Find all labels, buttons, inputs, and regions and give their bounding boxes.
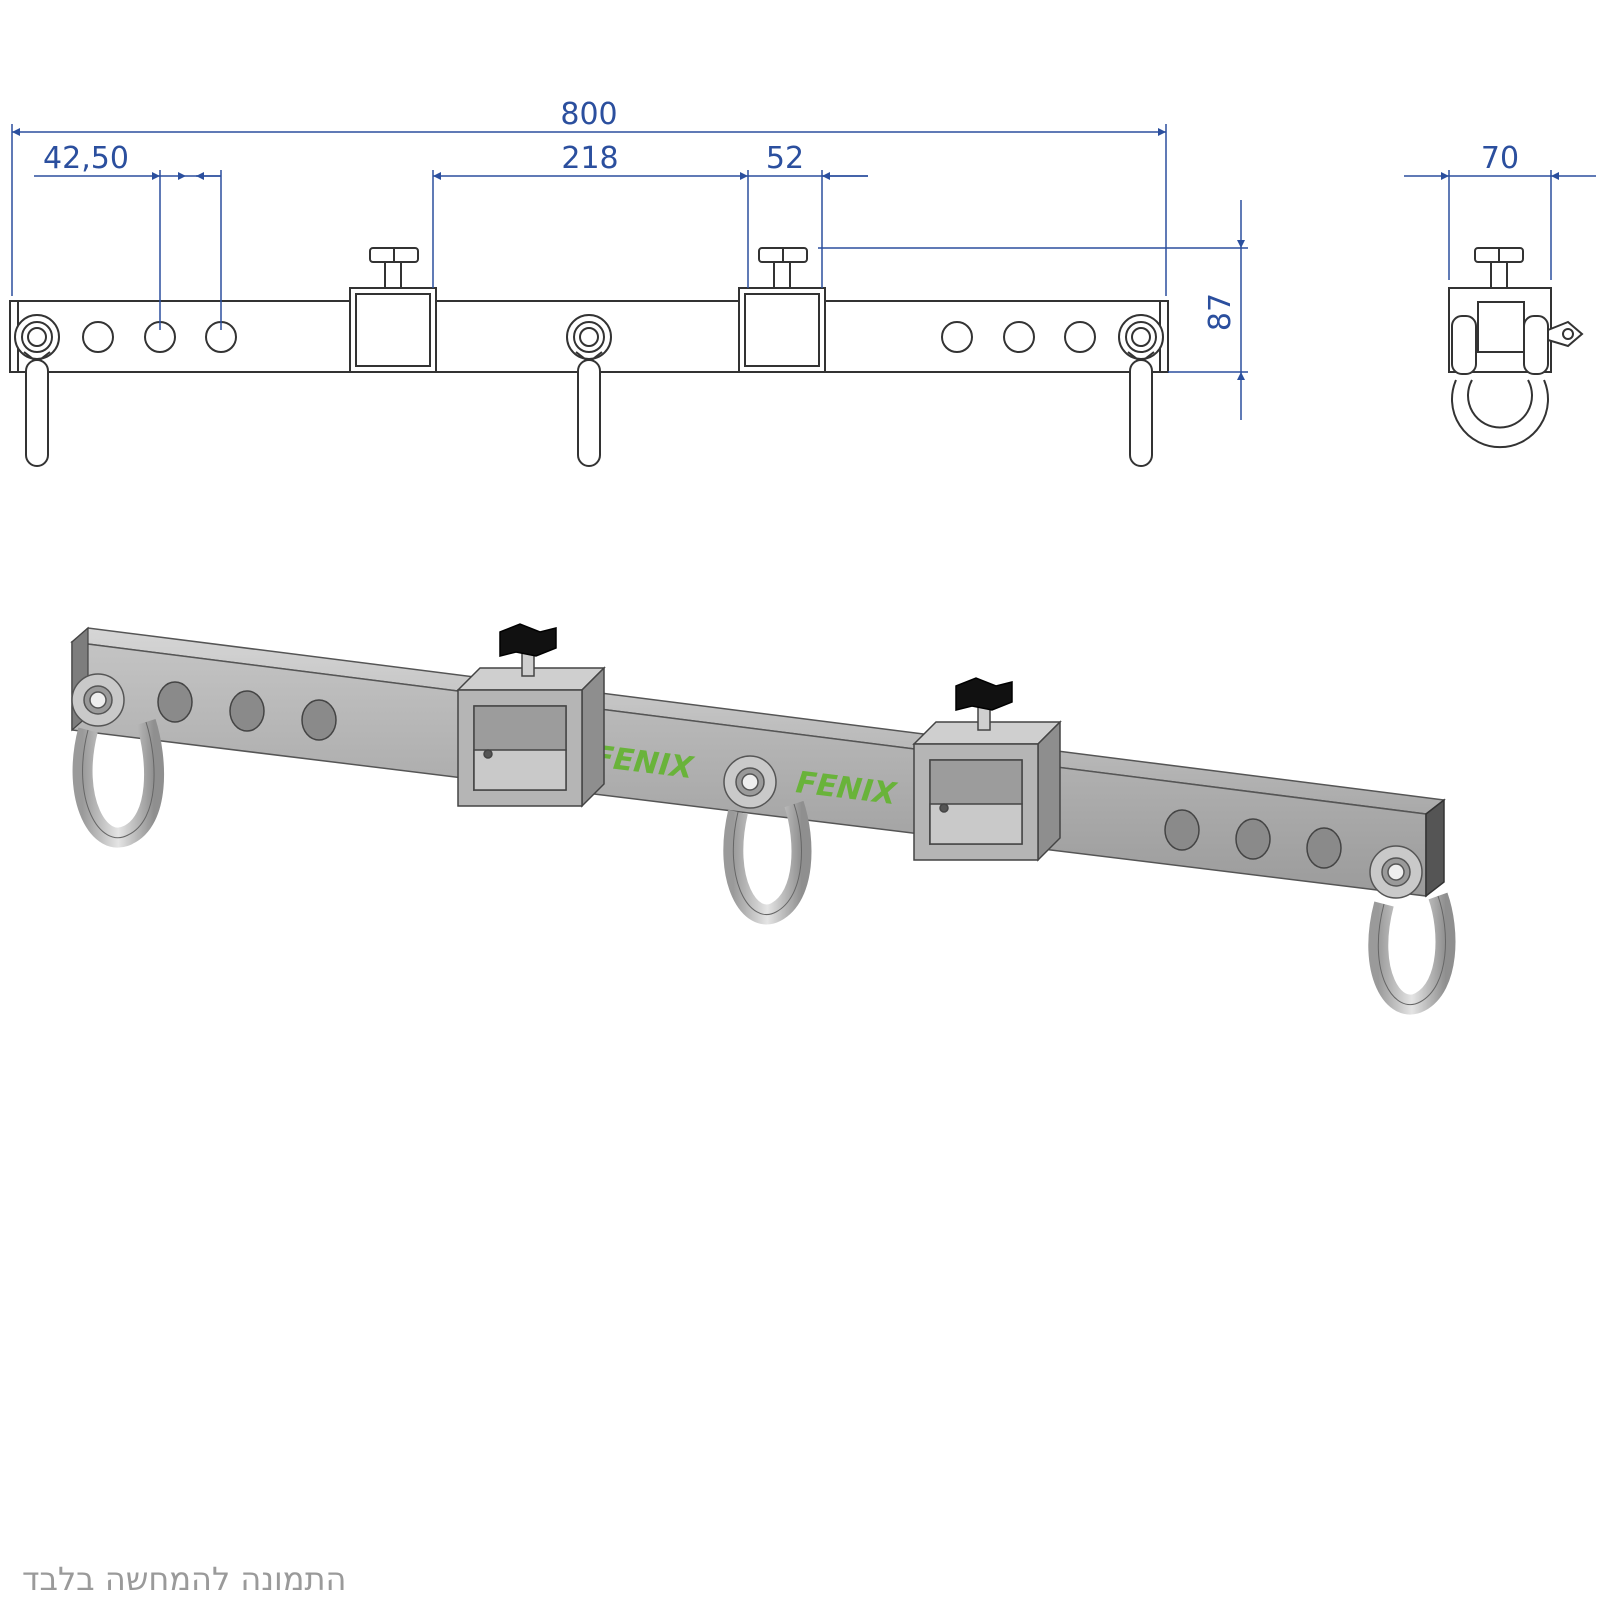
dimension-lines (11, 124, 1596, 420)
hole (82, 321, 114, 353)
side-view (1448, 247, 1584, 449)
eyebolt-center (566, 314, 612, 467)
holes-right (1164, 809, 1342, 869)
clamp-left (349, 247, 437, 373)
iso-clamp-right (912, 677, 1062, 862)
iso-clamp-left (456, 623, 606, 808)
dim-hole-spacing: 42,50 (43, 141, 129, 176)
hole (941, 321, 973, 353)
hole (1003, 321, 1035, 353)
clamp-right (738, 247, 826, 373)
dim-height: 87 (1203, 293, 1238, 331)
dimension-labels: 800 42,50 218 52 87 70 (43, 97, 1519, 331)
iso-shackle-center (723, 755, 812, 925)
beam-end-cap (1425, 798, 1445, 898)
front-view (9, 247, 1169, 467)
dim-side-width: 70 (1481, 141, 1519, 176)
holes-left (157, 681, 337, 741)
iso-shackle-left (71, 673, 165, 848)
eyebolt-right (1118, 314, 1164, 467)
dim-overall-length: 800 (560, 97, 617, 132)
hole (1064, 321, 1096, 353)
isometric-view: FENIX FENIX (70, 623, 1456, 1015)
eyebolt-left (14, 314, 60, 467)
disclaimer-caption: התמונה להמחשה בלבד (22, 1560, 347, 1598)
iso-shackle-right (1368, 845, 1456, 1015)
dim-clamp-spacing: 218 (561, 141, 618, 176)
dim-clamp-width: 52 (766, 141, 804, 176)
